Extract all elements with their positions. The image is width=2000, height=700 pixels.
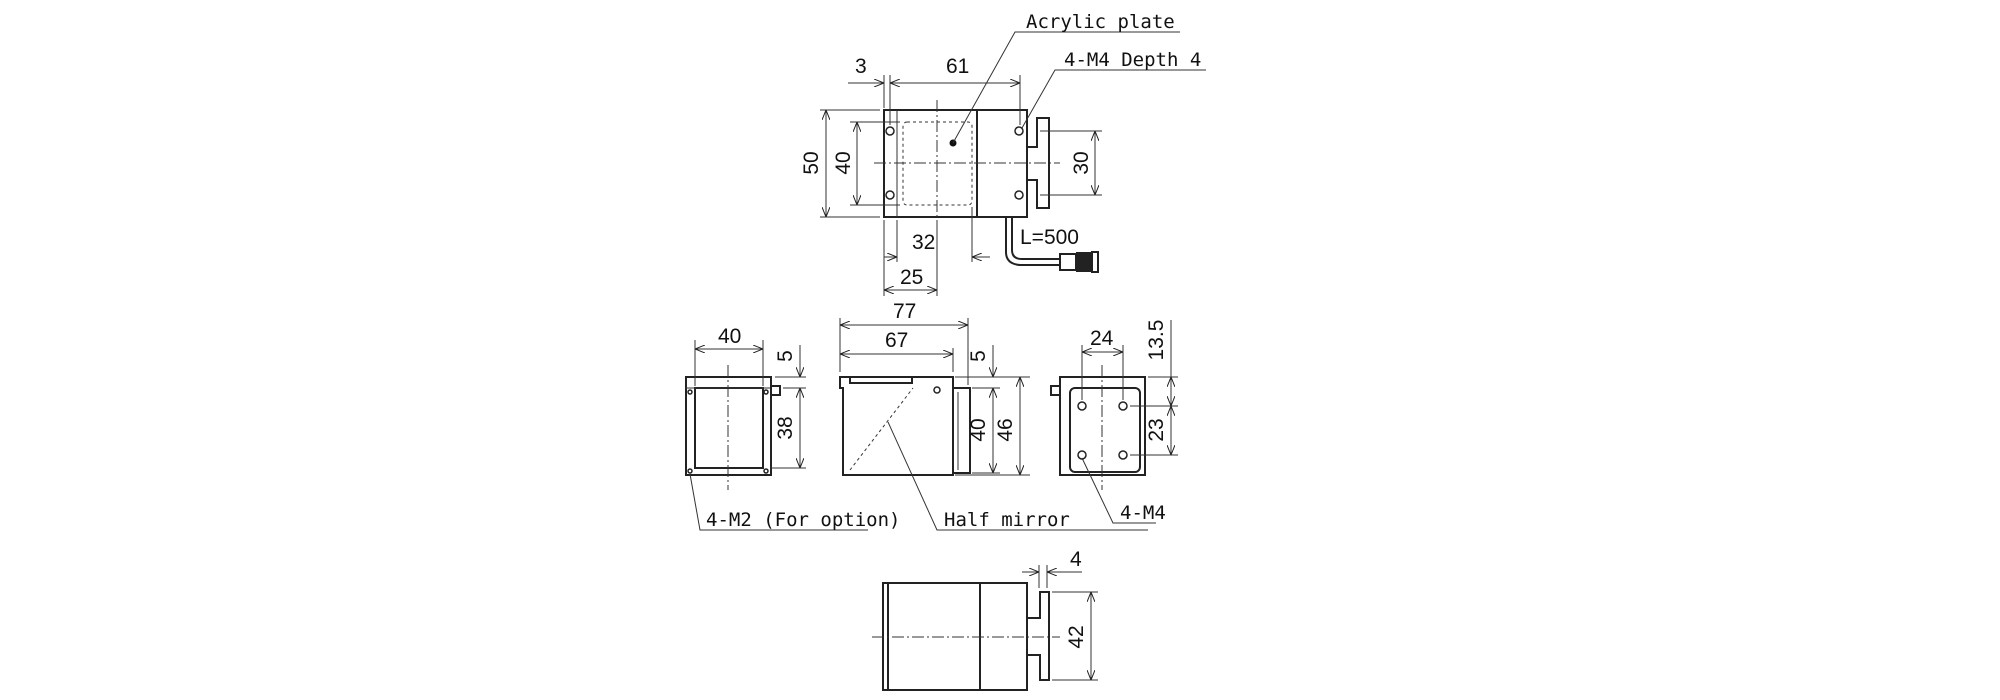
- dim-25: 25: [900, 266, 923, 289]
- dim-40: 40: [967, 418, 990, 441]
- dim-32: 32: [912, 231, 935, 254]
- dim-40: 40: [832, 151, 855, 174]
- dim-77: 77: [893, 300, 916, 323]
- m4-depth-label: 4-M4 Depth 4: [1064, 49, 1201, 71]
- dim-4: 4: [1070, 548, 1082, 571]
- right-side-view: 24 13.5 23 4-M4: [1050, 320, 1178, 524]
- dim-50: 50: [800, 151, 823, 174]
- dim-23: 23: [1145, 418, 1168, 441]
- dim-24: 24: [1090, 327, 1114, 350]
- top-view: 3 61 50 40 30 32 25 L=500 Acrylic plate …: [800, 11, 1206, 296]
- cable-length-label: L=500: [1020, 226, 1079, 249]
- dim-5: 5: [967, 350, 990, 362]
- m4-label: 4-M4: [1120, 502, 1166, 524]
- dim-30: 30: [1070, 151, 1093, 174]
- dim-61: 61: [946, 55, 969, 78]
- left-side-view: 40 5 38 4-M2 (For option): [685, 325, 900, 531]
- cable: [1005, 217, 1060, 266]
- bottom-view: 4 42: [872, 548, 1098, 691]
- screw-hole-icon: [885, 126, 895, 136]
- m2-option-label: 4-M2 (For option): [706, 509, 900, 531]
- dim-46: 46: [994, 418, 1017, 441]
- screw-hole-icon: [885, 190, 895, 200]
- dim-5: 5: [774, 350, 797, 362]
- dim-13-5: 13.5: [1145, 320, 1168, 361]
- dim-42: 42: [1065, 625, 1088, 648]
- screw-hole-icon: [1014, 190, 1024, 200]
- dim-3: 3: [855, 55, 867, 78]
- dim-40: 40: [718, 325, 741, 348]
- dim-38: 38: [774, 416, 797, 439]
- acrylic-plate-label: Acrylic plate: [1026, 11, 1175, 33]
- half-mirror-label: Half mirror: [944, 509, 1070, 531]
- dim-67: 67: [885, 329, 908, 352]
- screw-hole-icon: [1014, 126, 1024, 136]
- front-view: 77 67 5 40 46 Half mirror: [839, 300, 1148, 531]
